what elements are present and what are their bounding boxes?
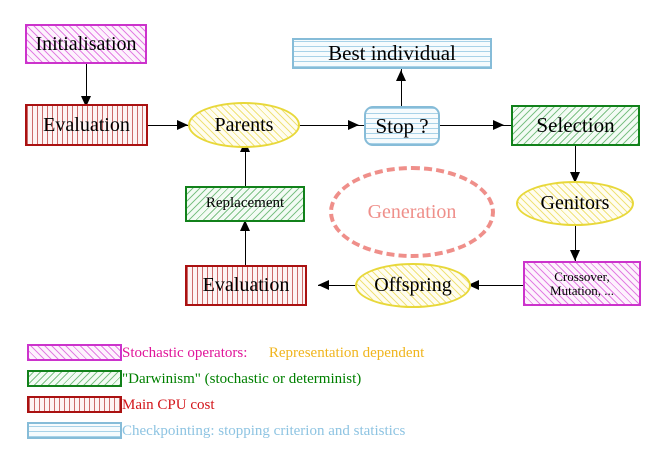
legend-label-primary: Stochastic operators: <box>122 345 248 361</box>
arrowhead-initialisation-to-evaluation <box>81 96 91 107</box>
node-replacement-label: Replacement <box>205 195 285 212</box>
generation-annotation: Generation <box>329 166 495 258</box>
arrowhead-stop-to-best-individual <box>396 70 406 81</box>
legend: Stochastic operators: Representation dep… <box>0 340 662 444</box>
legend-label-secondary: Representation dependent <box>268 345 425 361</box>
edge-offspring-to-evaluation <box>318 285 366 286</box>
legend-text-checkpointing: Checkpointing: stopping criterion and st… <box>122 418 405 444</box>
legend-label-primary: Checkpointing: stopping criterion and st… <box>122 423 406 439</box>
node-initialisation[interactable]: Initialisation <box>25 24 147 64</box>
node-best-individual-label: Best individual <box>328 41 456 66</box>
node-stop[interactable]: Stop ? <box>364 106 440 146</box>
node-replacement[interactable]: Replacement <box>185 186 305 222</box>
legend-row: Stochastic operators: Representation dep… <box>0 340 662 366</box>
arrowhead-offspring-to-evaluation <box>318 280 329 290</box>
legend-row: "Darwinism" (stochastic or determinist) <box>0 366 662 392</box>
arrowhead-stop-to-selection <box>493 120 504 130</box>
legend-label-primary: Main CPU cost <box>122 397 215 413</box>
legend-text-darwinism: "Darwinism" (stochastic or determinist) <box>122 366 361 392</box>
arrowhead-evaluation-to-parents <box>177 120 188 130</box>
edge-replacement-to-parents <box>245 143 246 187</box>
node-initialisation-label: Initialisation <box>35 32 137 55</box>
node-parents-label: Parents <box>214 113 274 136</box>
node-parents[interactable]: Parents <box>188 102 300 148</box>
legend-swatch-stochastic-operators <box>27 344 122 361</box>
node-stop-label: Stop ? <box>375 113 429 138</box>
node-evaluation-top[interactable]: Evaluation <box>25 104 148 146</box>
arrowhead-crossover-to-offspring <box>468 280 479 290</box>
legend-text-stochastic-operators: Stochastic operators: Representation dep… <box>122 340 424 366</box>
edge-evaluation-to-replacement <box>245 222 246 268</box>
node-genitors-label: Genitors <box>540 192 610 214</box>
legend-row: Main CPU cost <box>0 392 662 418</box>
edge-evaluation-to-parents <box>148 125 198 126</box>
node-crossover-label-line1: Crossover, <box>554 268 610 284</box>
edge-initialisation-to-evaluation <box>86 64 87 102</box>
arrowhead-parents-to-stop <box>348 120 359 130</box>
node-genitors[interactable]: Genitors <box>516 181 634 226</box>
node-selection[interactable]: Selection <box>511 105 640 146</box>
legend-text-main-cpu-cost: Main CPU cost <box>122 392 215 418</box>
node-crossover-mutation[interactable]: Crossover, Mutation, ... <box>523 261 641 306</box>
node-crossover-label-line2: Mutation, ... <box>550 282 614 298</box>
node-evaluation-top-label: Evaluation <box>43 113 130 136</box>
edge-crossover-to-offspring <box>468 285 523 286</box>
node-best-individual[interactable]: Best individual <box>292 38 492 69</box>
legend-swatch-main-cpu-cost <box>27 396 122 413</box>
legend-swatch-darwinism <box>27 370 122 387</box>
legend-row: Checkpointing: stopping criterion and st… <box>0 418 662 444</box>
generation-label: Generation <box>367 200 457 223</box>
node-evaluation-bottom[interactable]: Evaluation <box>185 265 307 306</box>
edge-genitors-to-crossover <box>575 226 576 262</box>
node-offspring-label: Offspring <box>374 274 452 296</box>
legend-label-primary: "Darwinism" (stochastic or determinist) <box>122 371 362 387</box>
node-selection-label: Selection <box>536 113 615 138</box>
arrowhead-selection-to-genitors <box>570 172 580 183</box>
arrowhead-genitors-to-crossover <box>570 250 580 261</box>
node-offspring[interactable]: Offspring <box>355 263 471 308</box>
arrowhead-evaluation-to-replacement <box>240 220 250 231</box>
edge-parents-to-stop <box>298 125 364 126</box>
legend-swatch-checkpointing <box>27 422 122 439</box>
edge-selection-to-genitors <box>575 145 576 180</box>
edge-stop-to-selection <box>440 125 512 126</box>
node-evaluation-bottom-label: Evaluation <box>202 274 290 296</box>
edge-stop-to-best-individual <box>401 68 402 108</box>
